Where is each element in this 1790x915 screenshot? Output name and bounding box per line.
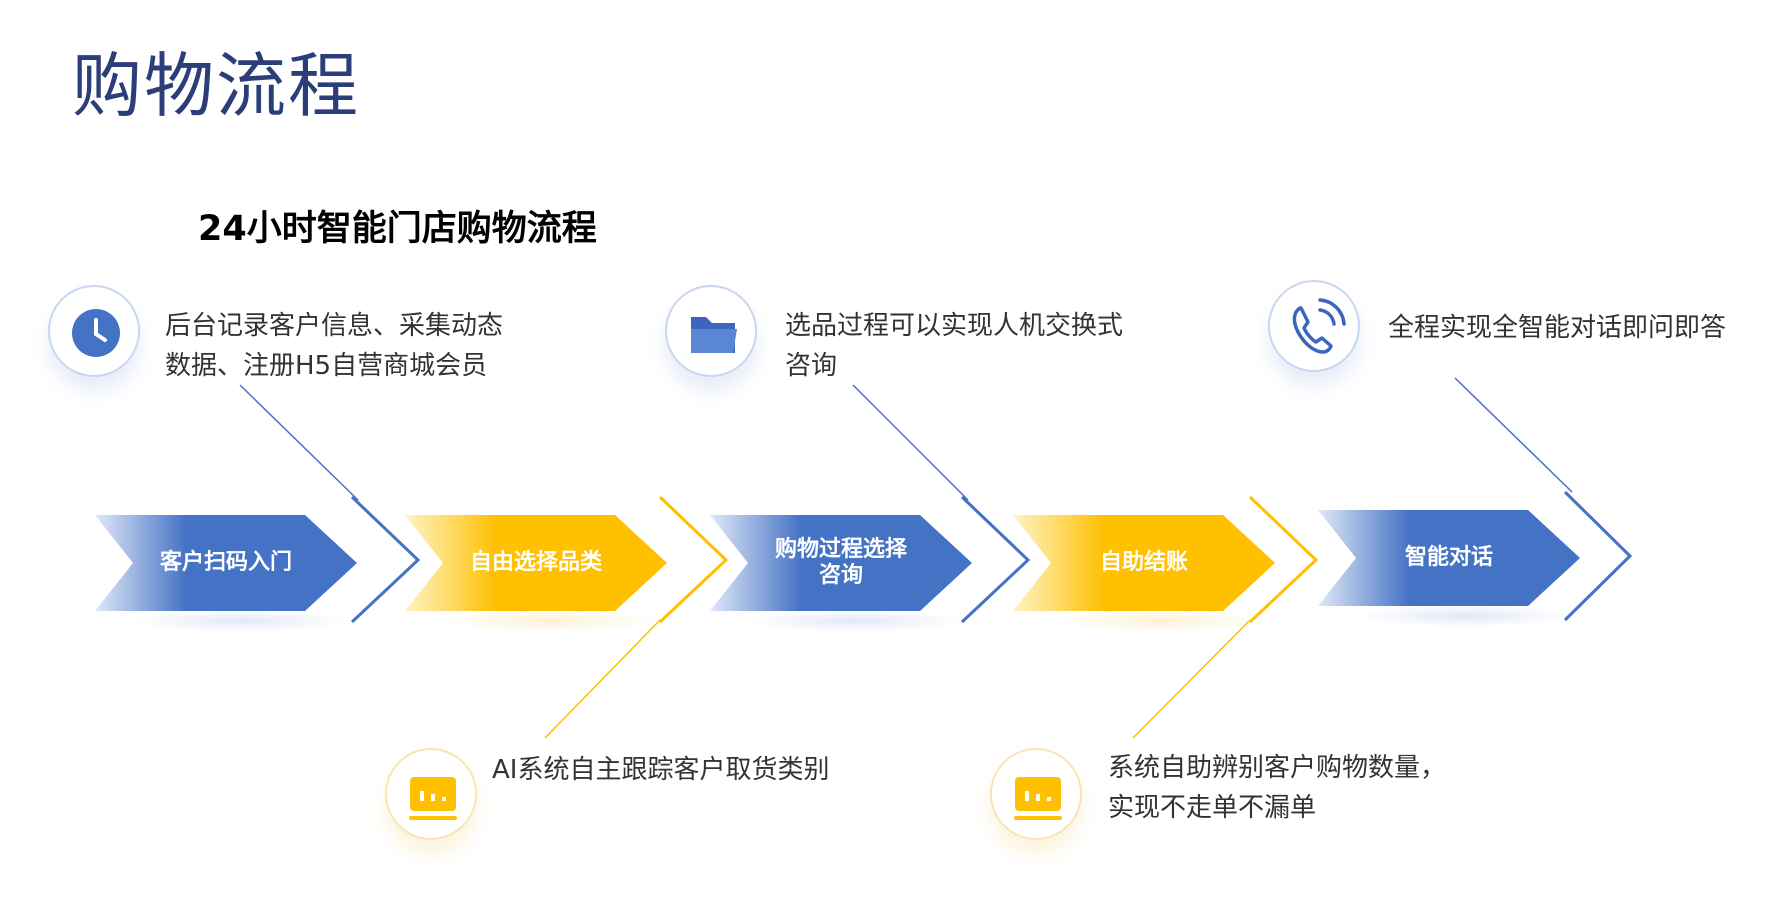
note-top-2: 选品过程可以实现人机交换式 咨询 xyxy=(785,311,1124,381)
arrow-shadow xyxy=(1355,605,1575,627)
step-arrow-4: 自助结账 xyxy=(1013,515,1275,611)
connector-bottom-1 xyxy=(544,619,661,739)
step-arrow-3: 购物过程选择咨询 xyxy=(710,515,972,611)
arrow-shadow xyxy=(440,610,660,632)
step-label: 购物过程选择咨询 xyxy=(774,537,907,588)
connector-bottom-2 xyxy=(1132,619,1251,739)
arrow-shadow xyxy=(745,610,965,632)
phone-icon xyxy=(1268,280,1360,372)
step-label: 自由选择品类 xyxy=(469,550,602,575)
connector-top-2 xyxy=(852,384,969,501)
connector-top-3 xyxy=(1454,377,1573,493)
step-arrow-1: 客户扫码入门 xyxy=(95,515,357,611)
note-bottom-2: 系统自助辨别客户购物数量， 实现不走单不漏单 xyxy=(1108,753,1447,823)
chevron-outline-4 xyxy=(1248,495,1319,624)
folder-icon xyxy=(665,285,757,377)
monitor-chart-icon xyxy=(385,748,477,840)
connector-top-1 xyxy=(239,384,359,501)
step-arrow-2: 自由选择品类 xyxy=(405,515,667,611)
step-arrow-5: 智能对话 xyxy=(1318,510,1580,606)
chevron-outline-3 xyxy=(960,495,1031,624)
chevron-outline-1 xyxy=(350,495,421,624)
clock-icon xyxy=(48,285,140,377)
arrow-shadow xyxy=(1050,610,1270,632)
monitor-chart-icon xyxy=(990,748,1082,840)
note-top-3: 全程实现全智能对话即问即答 xyxy=(1388,313,1727,343)
arrow-shadow xyxy=(130,610,350,632)
step-label: 自助结账 xyxy=(1099,550,1188,575)
note-top-1: 后台记录客户信息、采集动态 数据、注册H5自营商城会员 xyxy=(165,311,504,381)
page-title: 购物流程 xyxy=(72,45,360,127)
note-bottom-1: AI系统自主跟踪客户取货类别 xyxy=(492,755,830,785)
chevron-outline-2 xyxy=(658,495,729,624)
step-label: 客户扫码入门 xyxy=(159,550,292,575)
step-label: 智能对话 xyxy=(1404,545,1493,570)
chevron-outline-5 xyxy=(1563,490,1633,622)
diagram-subtitle: 24小时智能门店购物流程 xyxy=(198,209,597,249)
